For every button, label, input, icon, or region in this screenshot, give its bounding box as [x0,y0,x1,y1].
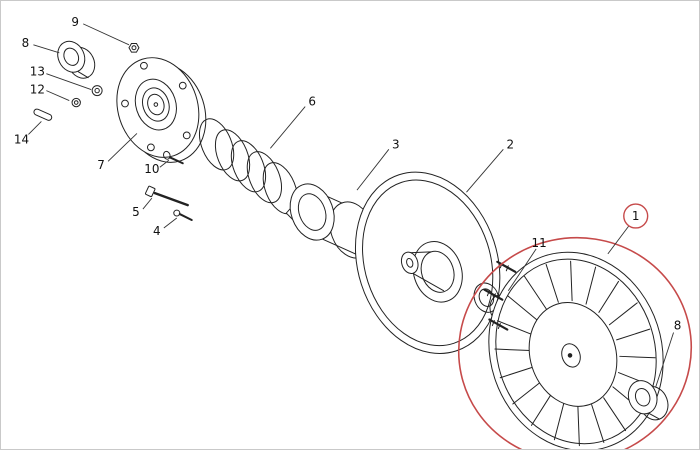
callout-8-upper-left: 8 [22,36,60,54]
svg-text:3: 3 [392,137,400,151]
callout-13: 13 [30,65,92,91]
svg-text:9: 9 [71,15,79,29]
svg-text:12: 12 [30,83,45,97]
callout-14: 14 [14,121,42,146]
svg-text:13: 13 [30,65,45,79]
callout-3: 3 [356,137,400,191]
part-6-spring [198,118,298,215]
svg-text:8: 8 [22,36,30,50]
part-10-screw [163,150,184,165]
svg-text:11: 11 [532,236,547,250]
svg-text:14: 14 [14,132,29,146]
svg-text:5: 5 [132,205,140,219]
callout-layer: 9 8 13 12 14 7 10 6 [14,15,682,388]
part-12-washer [71,97,81,108]
callout-1-highlight-ring [623,203,649,229]
callout-7: 7 [97,133,138,172]
svg-text:2: 2 [506,137,514,151]
svg-text:10: 10 [144,162,159,176]
svg-text:1: 1 [632,209,640,223]
callout-4: 4 [153,217,178,238]
callout-8-lower-right: 8 [655,319,682,388]
part-9-nut [128,43,140,53]
svg-text:7: 7 [97,158,105,172]
callout-1: 1 [607,203,649,255]
highlight-ellipse [457,236,693,449]
svg-text:4: 4 [153,224,161,238]
part-8-bushing-upper-left [57,40,96,79]
callout-10: 10 [144,159,170,176]
callout-6: 6 [270,95,316,149]
part-1-finned-sheave [488,251,664,449]
svg-text:6: 6 [308,95,316,109]
part-4-screw [173,209,193,222]
svg-text:8: 8 [674,319,682,333]
part-5-bolt [145,185,189,207]
part-7-bearing-plate [116,57,207,163]
callout-5: 5 [132,197,153,219]
artwork-layer [33,40,693,449]
callout-9: 9 [71,15,130,46]
sheave-mounting-studs [483,260,517,331]
sheave-fins [494,260,656,447]
part-13-washer [91,85,103,97]
part-2-sheave-disc [354,171,501,354]
part-8-bushing-lower-right [627,380,669,421]
part-14-pin [33,108,53,121]
callout-12: 12 [30,83,70,101]
callout-2: 2 [466,137,514,193]
callout-11: 11 [507,236,547,291]
